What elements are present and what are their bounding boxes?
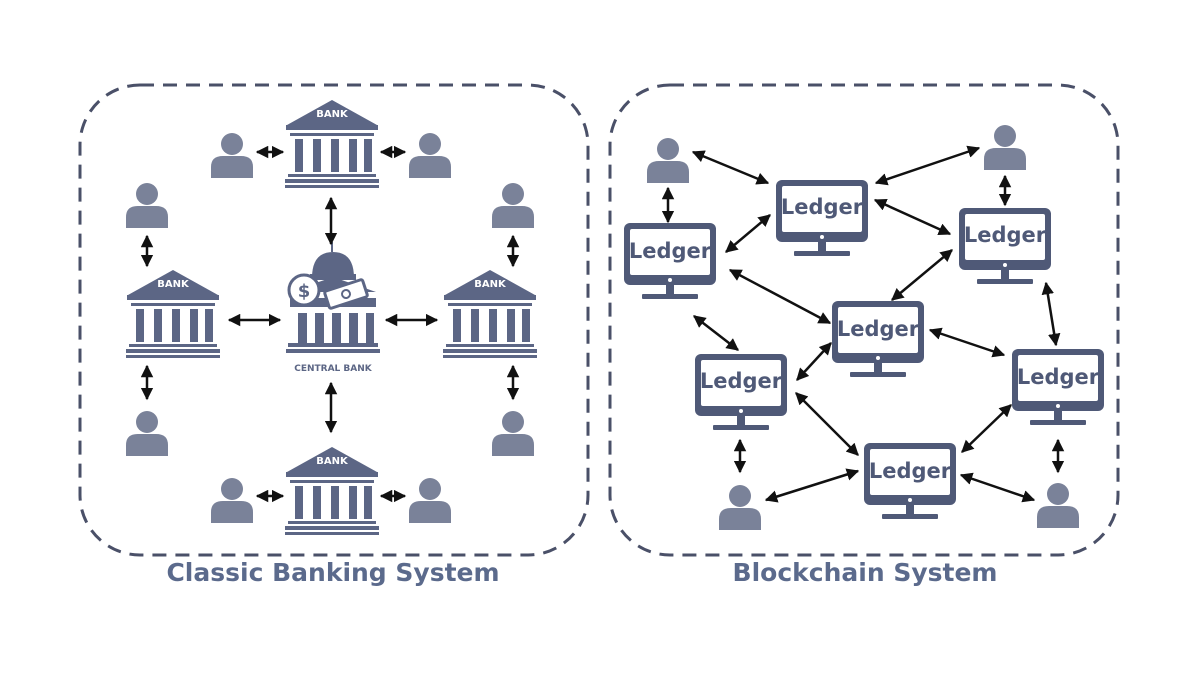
person-icon — [984, 125, 1026, 170]
central-bank-icon: $ — [286, 242, 380, 353]
blockchain-connection-arrows — [661, 145, 1065, 503]
ledger-label: Ledger — [700, 369, 783, 393]
person-icon — [409, 133, 451, 178]
central-bank-label: CENTRAL BANK — [294, 364, 373, 374]
person-icon — [1037, 483, 1079, 528]
person-icon — [492, 411, 534, 456]
bank-label-bottom: BANK — [316, 456, 349, 467]
person-icon — [647, 138, 689, 183]
ledger-label: Ledger — [837, 317, 920, 341]
blockchain-panel-border — [608, 83, 1120, 557]
classic-panel-border — [78, 83, 590, 557]
svg-text:$: $ — [298, 281, 311, 302]
classic-banking-caption: Classic Banking System — [166, 558, 500, 587]
bank-label-right: BANK — [474, 279, 507, 290]
person-icon — [211, 478, 253, 523]
ledger-label: Ledger — [964, 223, 1047, 247]
person-icon — [126, 411, 168, 456]
ledger-label: Ledger — [629, 239, 712, 263]
person-icon — [126, 183, 168, 228]
ledger-label: Ledger — [869, 459, 952, 483]
classic-banking-diagram: $ CENTRAL BANK BANK BANK BANK BANK — [126, 100, 537, 535]
person-icon — [492, 183, 534, 228]
person-icon — [409, 478, 451, 523]
bank-label-left: BANK — [157, 279, 190, 290]
blockchain-caption: Blockchain System — [732, 558, 998, 587]
bank-label-top: BANK — [316, 109, 349, 120]
classic-connection-arrows — [140, 145, 520, 503]
person-icon — [719, 485, 761, 530]
person-icon — [211, 133, 253, 178]
ledger-label: Ledger — [781, 195, 864, 219]
blockchain-diagram: Ledger Ledger Ledger Ledger Ledger Ledge… — [624, 125, 1104, 530]
ledger-label: Ledger — [1017, 365, 1100, 389]
